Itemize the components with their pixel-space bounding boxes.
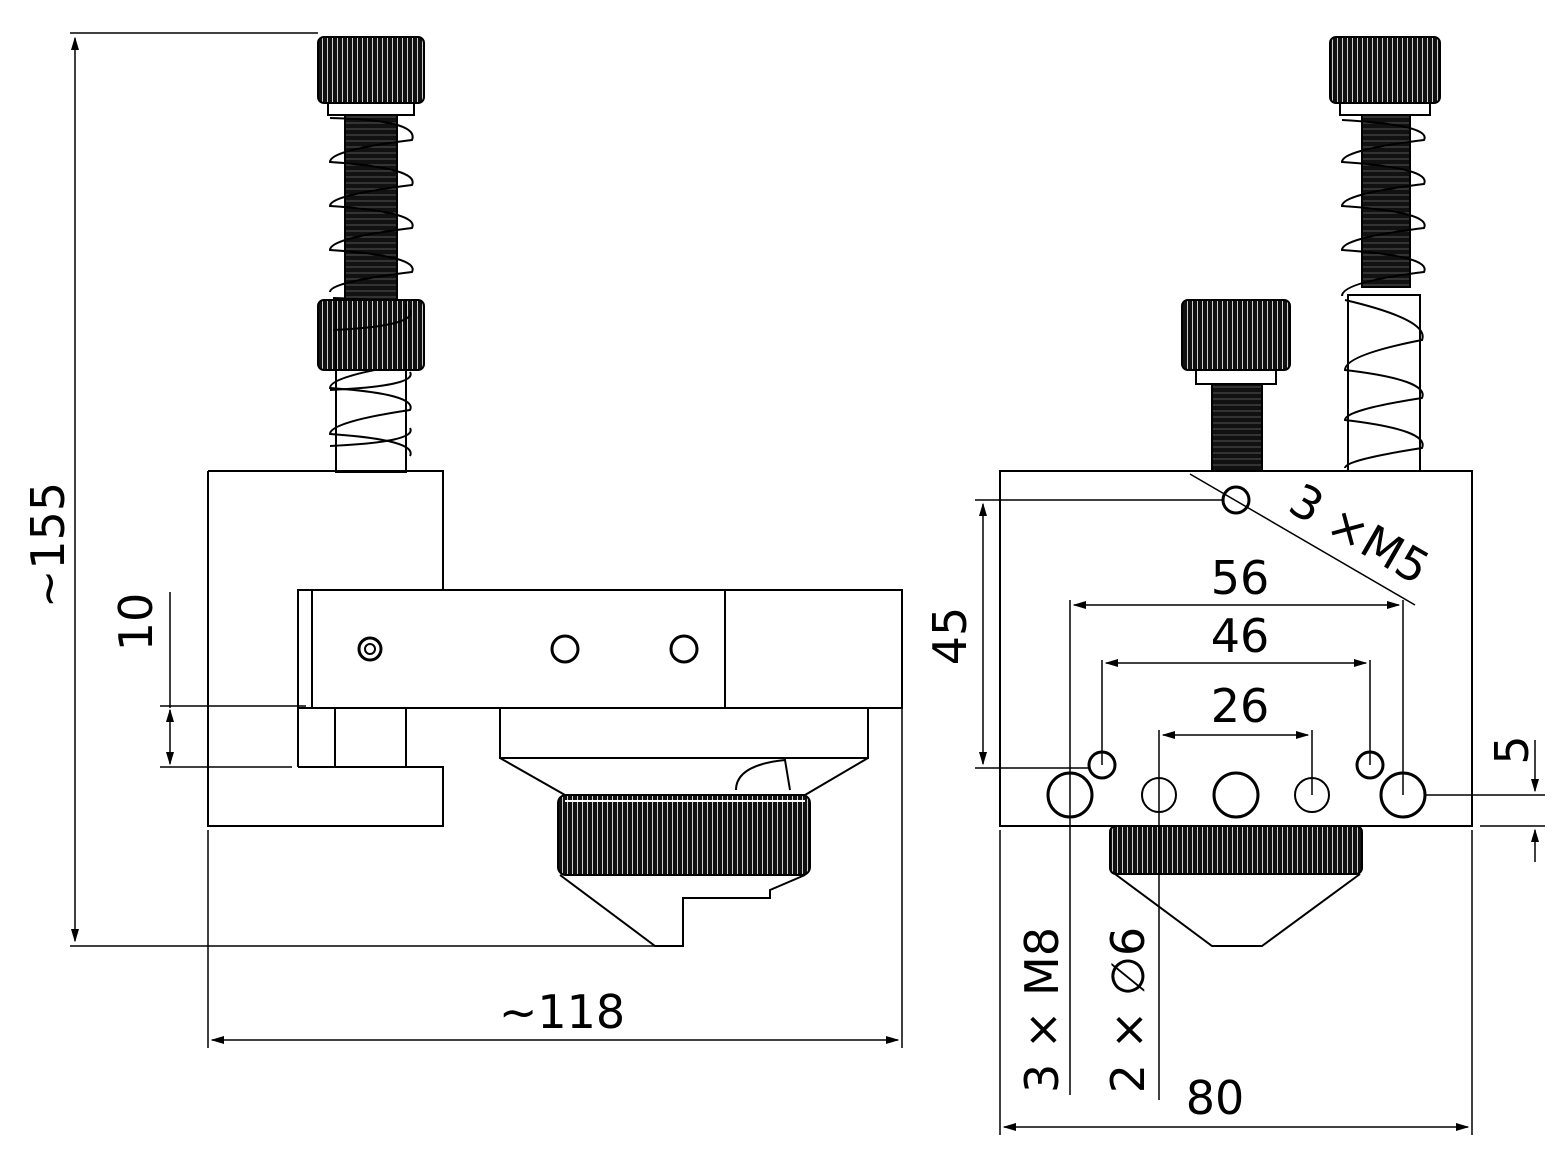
label-3xm5: 3 ×M5 — [1281, 473, 1439, 595]
side-bracket-plate — [297, 589, 903, 709]
dim-56: 56 — [1211, 551, 1270, 605]
side-body — [207, 470, 444, 827]
dim-width: ~118 — [499, 985, 625, 1039]
dim-45: 45 — [923, 607, 977, 666]
side-hole-3 — [669, 634, 699, 664]
dim-5: 5 — [1485, 735, 1539, 764]
front-knurled-ring — [1109, 825, 1363, 875]
side-top-knob — [317, 36, 425, 104]
dim-46: 46 — [1211, 609, 1270, 663]
side-hole-2 — [550, 634, 580, 664]
label-3xm8: 3 × M8 — [1015, 927, 1069, 1093]
side-view: ~155 10 ~118 — [21, 32, 903, 1048]
front-short-knob — [1181, 299, 1291, 371]
side-housing — [499, 708, 869, 796]
front-tall-knob — [1329, 36, 1441, 104]
side-top-knob-collar — [327, 102, 415, 116]
label-2x6: 2 × ∅6 — [1101, 927, 1155, 1093]
dim-26: 26 — [1211, 679, 1270, 733]
side-lock-nut — [317, 299, 425, 371]
dim-height: ~155 — [21, 482, 75, 608]
front-cone — [1114, 873, 1361, 947]
front-view: 3 ×M5 56 46 26 45 — [923, 36, 1545, 1135]
front-tall-stud — [1361, 114, 1411, 288]
front-short-stud — [1211, 383, 1263, 472]
m8-hole-center — [1212, 771, 1260, 819]
side-knurled-ring — [557, 794, 811, 876]
dim-slot: 10 — [109, 593, 163, 652]
dim-80: 80 — [1186, 1071, 1245, 1125]
side-cone — [559, 874, 806, 947]
